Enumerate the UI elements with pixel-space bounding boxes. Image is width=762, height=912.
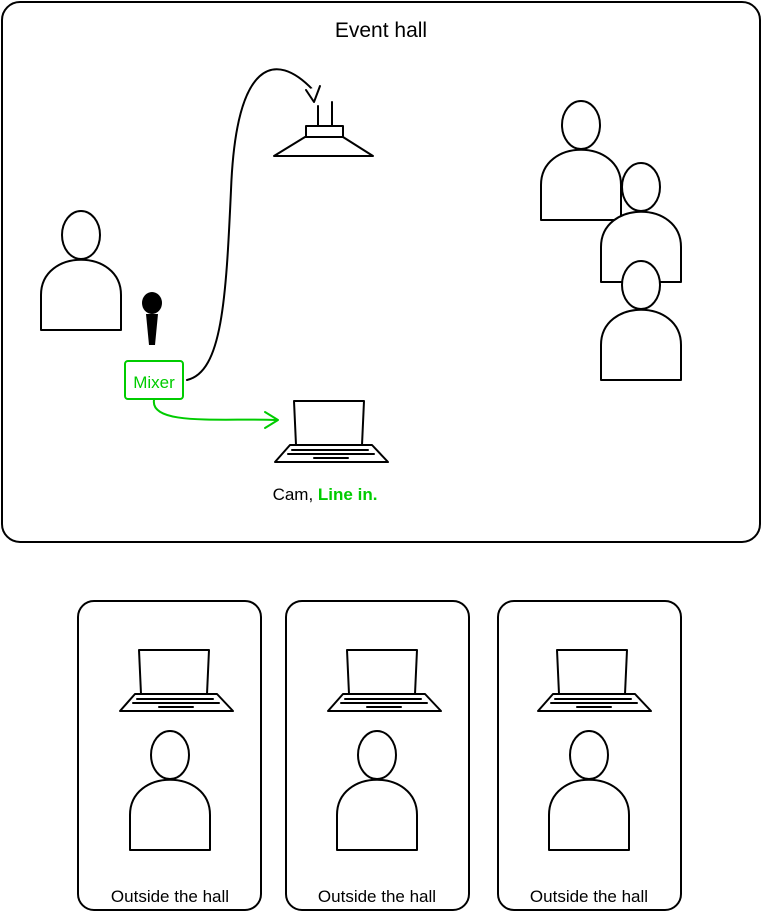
outside-box-3 <box>497 600 682 911</box>
cam-caption-prefix: Cam, <box>273 485 318 504</box>
speaker-person-icon <box>40 210 122 331</box>
outside-laptop-icon <box>327 649 442 712</box>
mixer-to-speaker-cable <box>186 68 314 381</box>
outside-label-2: Outside the hall <box>318 887 436 906</box>
outside-box-1 <box>77 600 262 911</box>
outside-person-icon <box>548 730 630 851</box>
outside-box-2 <box>285 600 470 911</box>
line-in-arrowhead <box>264 411 279 429</box>
cam-caption-highlight: Line in. <box>318 485 378 504</box>
cam-caption: Cam, Line in. <box>273 485 378 504</box>
outside-person-icon <box>336 730 418 851</box>
audience-person-icon <box>540 100 622 221</box>
mixer-to-laptop-line-in <box>152 399 277 421</box>
hall-laptop-icon <box>274 400 389 463</box>
outside-laptop-icon <box>119 649 234 712</box>
microphone-icon <box>142 292 162 345</box>
cable-arrowhead <box>305 85 321 103</box>
event-hall-title: Event hall <box>335 19 427 42</box>
outside-laptop-icon <box>537 649 652 712</box>
outside-person-icon <box>129 730 211 851</box>
loudspeaker-icon <box>273 101 374 157</box>
outside-label-3: Outside the hall <box>530 887 648 906</box>
mixer-label: Mixer <box>133 373 175 392</box>
event-hall-frame <box>1 1 761 543</box>
outside-label-1: Outside the hall <box>111 887 229 906</box>
